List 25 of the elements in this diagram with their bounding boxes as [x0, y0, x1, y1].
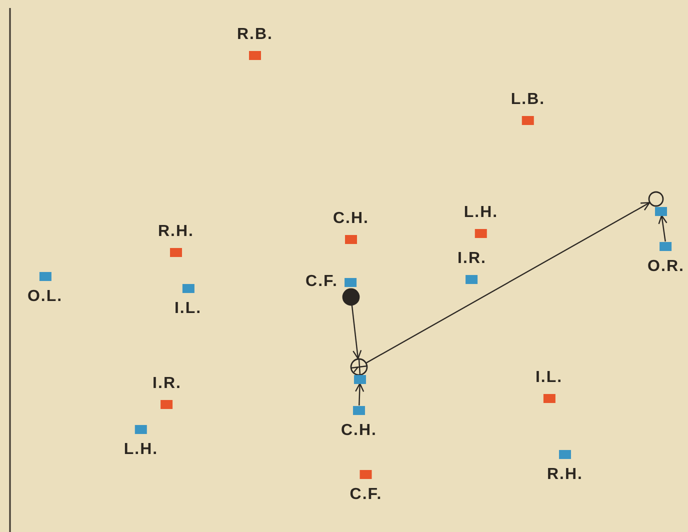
- filled-dot: [342, 288, 360, 306]
- point-label: R.H.: [547, 466, 583, 484]
- point-label: R.B.: [237, 26, 273, 44]
- point-label: O.R.: [648, 258, 684, 276]
- point-label: C.H.: [333, 210, 369, 228]
- point-label: L.H.: [464, 204, 498, 222]
- arrow: [355, 382, 364, 406]
- marker-square: [655, 206, 667, 216]
- point-label: C.F.: [350, 486, 382, 504]
- arrow: [351, 305, 362, 360]
- point-label: I.L.: [535, 368, 563, 386]
- point-label: I.L.: [174, 300, 202, 318]
- point-label: L.H.: [124, 440, 158, 458]
- crossed-circle: [350, 358, 368, 376]
- point-label: C.H.: [341, 422, 377, 440]
- point-label: C.F.: [306, 273, 338, 291]
- open-circle: [648, 191, 664, 207]
- arrow: [658, 214, 668, 242]
- point-label: I.R.: [458, 250, 486, 268]
- point-label: O.L.: [27, 288, 63, 306]
- marker-square: [354, 374, 366, 384]
- arrow: [366, 202, 650, 364]
- point-label: L.B.: [510, 90, 546, 108]
- point-label: I.R.: [152, 374, 182, 392]
- point-label: R.H.: [158, 222, 194, 240]
